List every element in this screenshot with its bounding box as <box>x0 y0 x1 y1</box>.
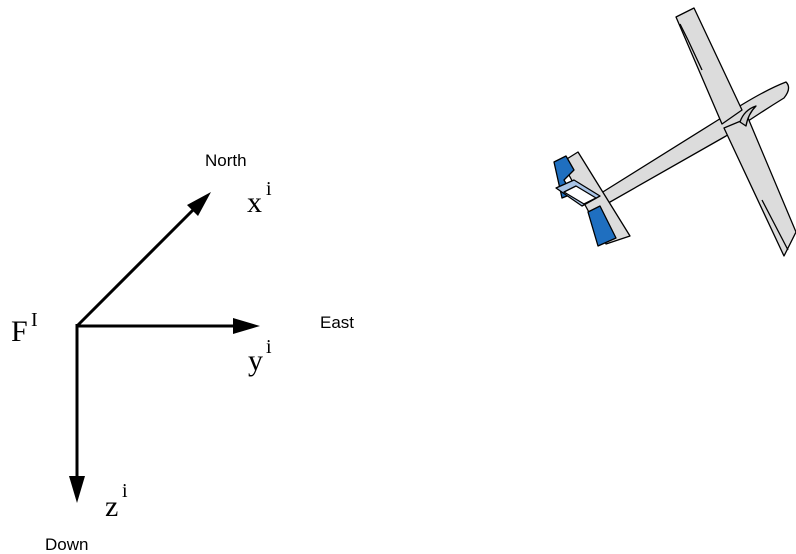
east-label: East <box>320 313 354 332</box>
coordinate-axes <box>69 192 260 503</box>
x-axis-line <box>75 208 195 328</box>
z-axis-arrowhead <box>69 476 85 503</box>
elevator-upper <box>553 155 575 199</box>
aircraft-illustration <box>553 7 796 257</box>
upper-wing-aileron-line <box>687 39 703 71</box>
stabilizer-inner-panel <box>563 185 597 205</box>
y-axis-variable: y <box>248 344 263 377</box>
x-axis-arrowhead <box>187 192 211 216</box>
upper-wing-tip-line <box>679 23 689 41</box>
x-axis-variable: x <box>247 186 262 219</box>
down-label: Down <box>45 535 88 554</box>
x-axis-superscript: i <box>266 178 272 200</box>
aircraft-canopy <box>739 105 757 127</box>
aircraft-upper-wing <box>675 7 743 125</box>
z-axis-superscript: i <box>122 480 128 502</box>
z-axis-variable: z <box>105 490 118 523</box>
frame-superscript: I <box>31 309 38 331</box>
north-label: North <box>205 151 247 170</box>
aircraft-lower-wing <box>723 117 796 257</box>
elevator-lower <box>587 205 617 247</box>
lower-wing-aileron-line <box>761 199 789 251</box>
y-axis-arrowhead <box>233 318 260 334</box>
y-axis-superscript: i <box>266 336 272 358</box>
frame-label: F <box>11 315 28 348</box>
